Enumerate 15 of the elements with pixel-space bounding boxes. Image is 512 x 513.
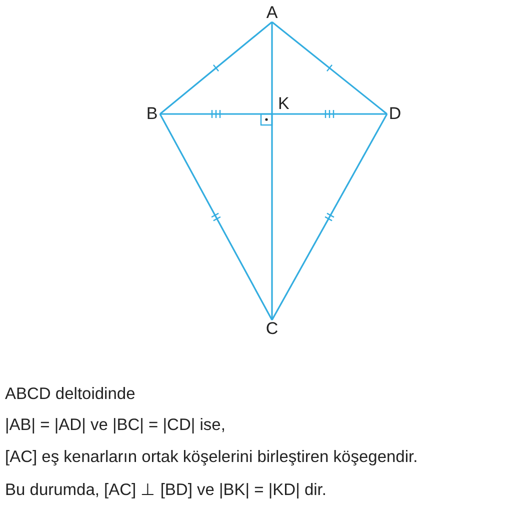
vertex-label: C <box>264 320 280 338</box>
text-line: Bu durumda, [AC] ⊥ [BD] ve |BK| = |KD| dir. <box>5 480 326 500</box>
vertex-label: B <box>144 105 160 123</box>
vertex-label: D <box>387 105 403 123</box>
line-segment <box>160 113 387 115</box>
line-segment <box>272 21 388 115</box>
point-label: K <box>278 94 290 114</box>
line-segment <box>159 114 273 320</box>
vertex-label: A <box>264 4 280 22</box>
text-line: [AC] eş kenarların ortak köşelerini birleştiren köşegendir. <box>5 448 418 467</box>
line-segment <box>271 114 388 320</box>
text-line: |AB| = |AD| ve |BC| = |CD| ise, <box>5 416 226 435</box>
line-segment <box>271 22 273 320</box>
text-line: ABCD deltoidinde <box>5 385 136 404</box>
line-segment <box>160 21 272 115</box>
